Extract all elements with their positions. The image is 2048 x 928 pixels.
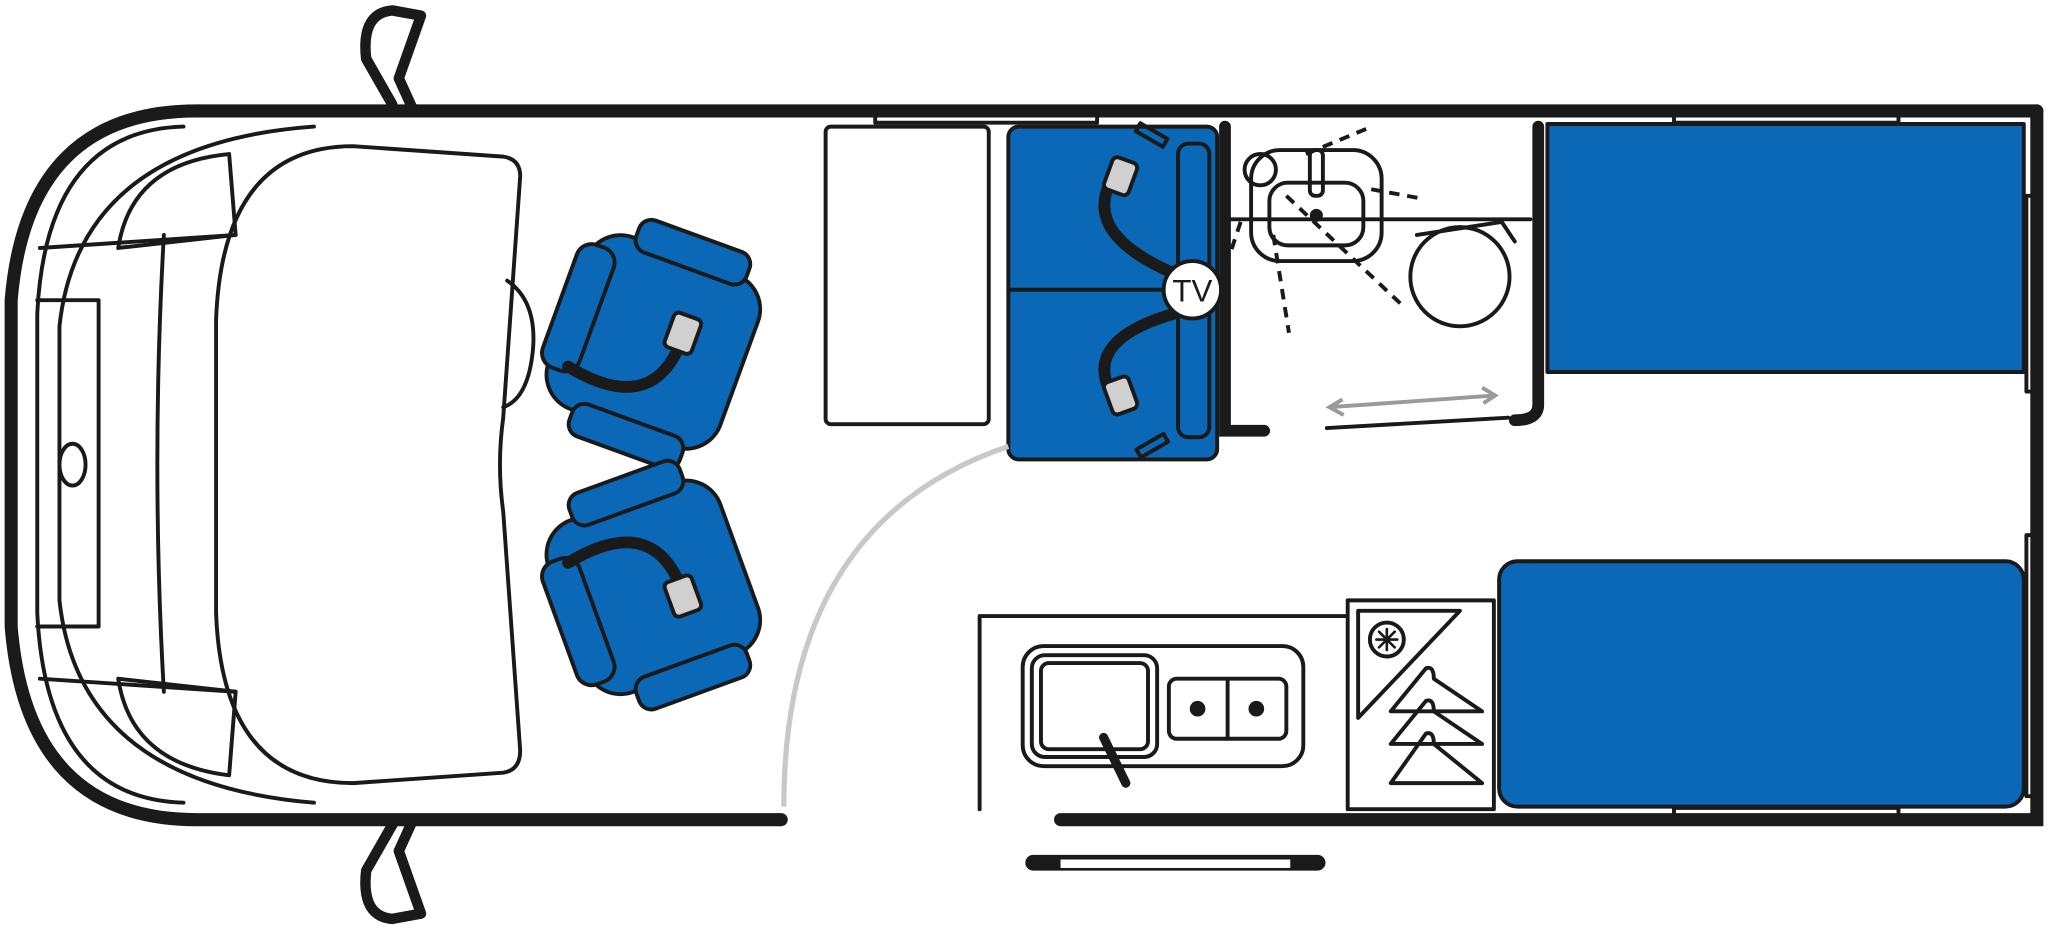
hanger-icon (1388, 665, 1485, 786)
tv-label: TV (1172, 274, 1212, 309)
snowflake-icon (1367, 620, 1406, 659)
entry-door-arc (781, 443, 1010, 807)
bed-rear-right (1497, 559, 2026, 809)
hob-icon (1166, 676, 1289, 741)
tv-marker: TV (1161, 259, 1224, 321)
washroom-wall-right (1508, 120, 1545, 427)
fridge-wardrobe (1345, 598, 1496, 812)
mirror-top (360, 5, 427, 113)
steering-wheel (501, 278, 536, 410)
mirror-bottom (360, 817, 427, 925)
toilet (1408, 225, 1512, 329)
kitchen-counter (977, 614, 1348, 812)
dinette-table (823, 124, 991, 427)
washroom-wall (1219, 120, 1271, 437)
passenger-seat (540, 458, 763, 712)
rear-window-top (1672, 110, 1901, 125)
dashboard (214, 144, 523, 786)
rear-window-bottom (1672, 805, 1901, 821)
washroom-door (1324, 415, 1511, 431)
door-slide-arrow (1325, 385, 1499, 417)
bed-rear-left (1545, 122, 2026, 374)
washbasin (1225, 126, 1422, 334)
roof-window (873, 110, 1100, 125)
driver-seat (540, 217, 763, 471)
dinette-bench (1006, 121, 1220, 462)
